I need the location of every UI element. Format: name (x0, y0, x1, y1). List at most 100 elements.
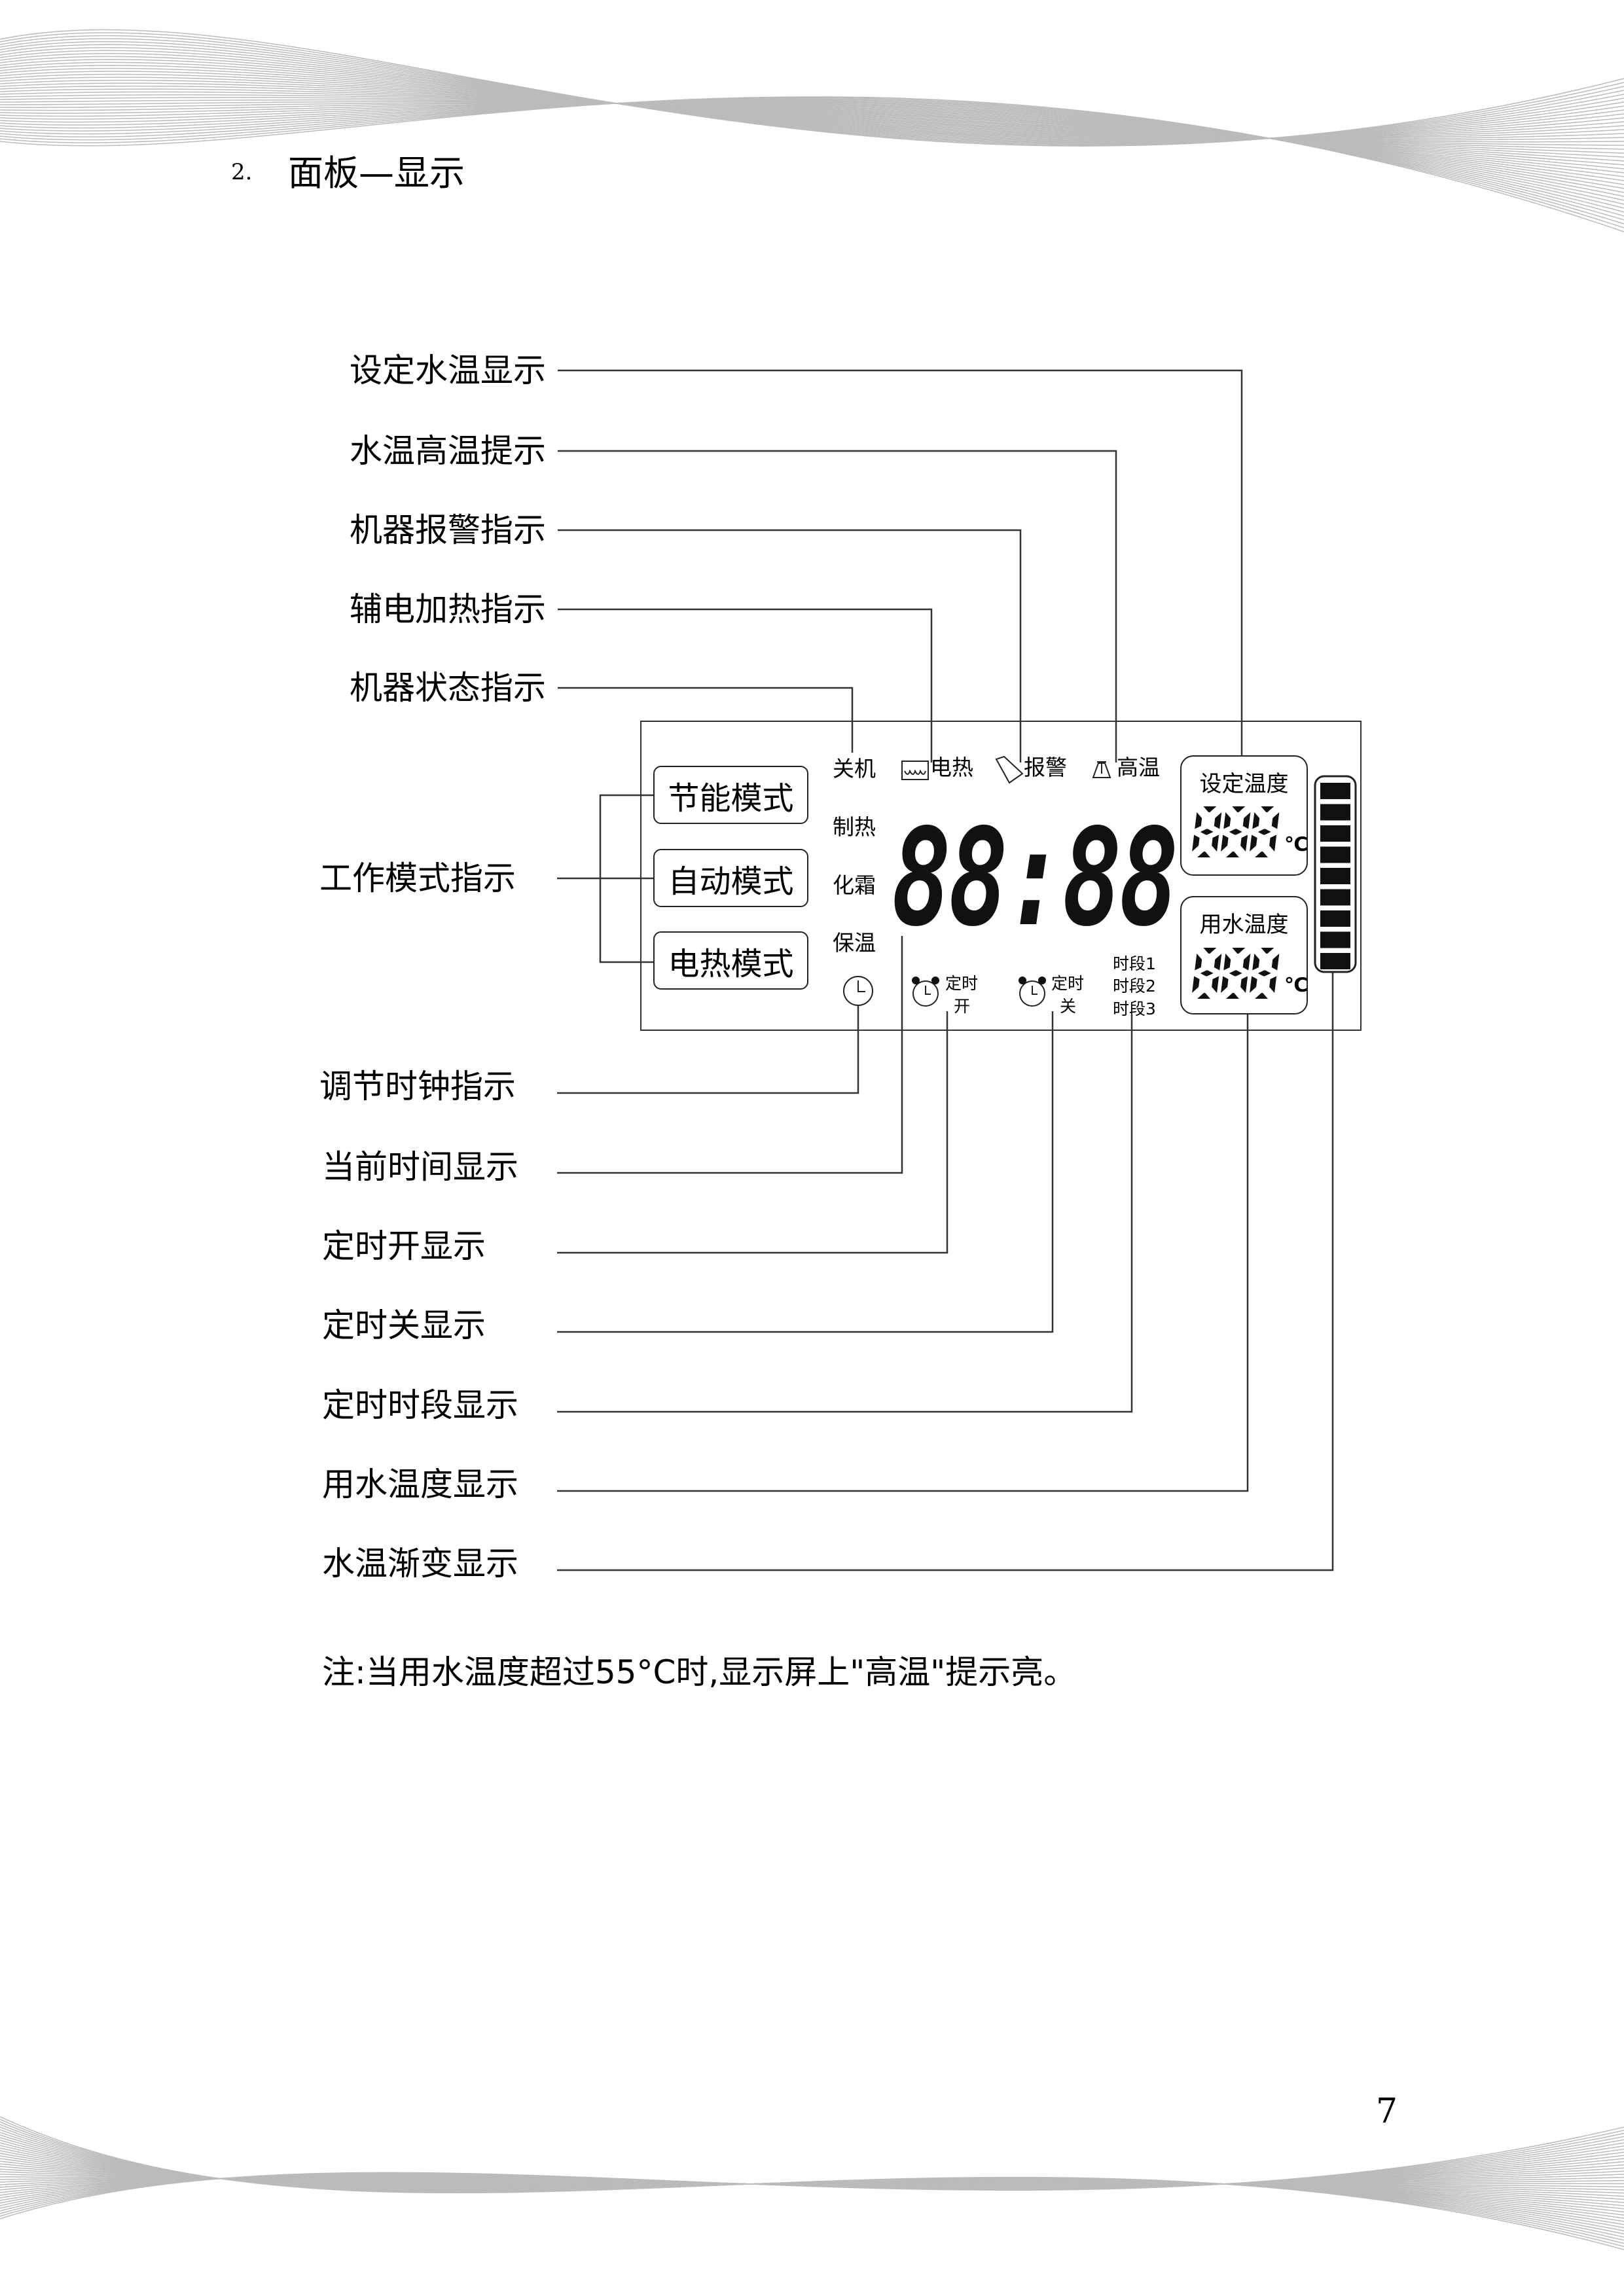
lcd-segment (1200, 970, 1214, 977)
gradient-bar-segment (1320, 868, 1350, 884)
callout-alarm: 机器报警指示 (350, 511, 546, 549)
set-temp-box: 设定温度 (1180, 755, 1308, 876)
state-keep-warm: 保温 (833, 930, 876, 956)
callout-timer-period: 定时时段显示 (322, 1386, 518, 1424)
water-temp-box: 用水温度 (1180, 896, 1308, 1014)
alarm-bell-icon (995, 755, 1024, 784)
water-temp-digit (1221, 948, 1251, 999)
lcd-panel (640, 721, 1362, 1031)
heater-icon (901, 761, 929, 780)
water-temp-digit (1250, 948, 1280, 999)
gradient-bar-segment (1320, 846, 1350, 863)
callout-electric-heat: 辅电加热指示 (350, 590, 546, 628)
lcd-segment (1252, 954, 1260, 971)
gradient-bar-segment (1320, 953, 1350, 969)
lcd-segment (1240, 976, 1248, 993)
lcd-segment (1195, 954, 1202, 971)
leader-line-bottom (557, 1011, 948, 1254)
lcd-segment (1197, 993, 1210, 999)
indicator-electric-heat-label: 电热 (930, 755, 973, 780)
lcd-segment (1203, 806, 1217, 812)
callout-clock-adjust: 调节时钟指示 (319, 1067, 516, 1105)
timer-on-label: 定时 (945, 974, 979, 993)
celsius-unit: ℃ (1284, 974, 1308, 997)
lcd-segment (1255, 993, 1268, 999)
lcd-segment (1195, 812, 1202, 829)
high-temp-bell-icon (1092, 761, 1111, 778)
page-number: 7 (1376, 2092, 1398, 2131)
set-temp-label: 设定温度 (1199, 771, 1289, 797)
water-temp-digit (1192, 948, 1222, 999)
callout-work-mode: 工作模式指示 (319, 859, 516, 897)
leader-line-top (558, 608, 933, 762)
lcd-segment (1232, 948, 1246, 954)
callout-timer-on: 定时开显示 (322, 1227, 486, 1265)
lcd-segment (1223, 954, 1231, 971)
lcd-segment (1269, 834, 1277, 852)
gradient-bar-segment (1320, 825, 1350, 842)
wave-line (0, 2116, 1624, 2250)
leader-line-top (558, 450, 1117, 762)
temp-gradient-bar (1314, 775, 1357, 973)
alarm-clock-bell (912, 977, 920, 984)
gradient-bar-segment (1320, 910, 1350, 927)
lcd-segment (1203, 948, 1217, 954)
lcd-segment (1226, 852, 1239, 857)
lcd-segment (1242, 954, 1251, 971)
period-3: 时段3 (1113, 999, 1156, 1018)
callout-machine-state: 机器状态指示 (350, 669, 546, 707)
mode-bracket (599, 794, 653, 963)
set-temp-digit (1192, 806, 1222, 857)
clock-hands (857, 980, 865, 992)
timer-off-label: 定时 (1051, 974, 1085, 993)
state-off: 关机 (833, 756, 876, 781)
lcd-segment (1255, 852, 1268, 857)
period-1: 时段1 (1113, 954, 1156, 973)
callout-temp-gradient: 水温渐变显示 (322, 1545, 518, 1583)
lcd-segment (1212, 976, 1219, 993)
lcd-segment (1250, 834, 1257, 852)
alarm-clock-icon (1019, 980, 1045, 1007)
lcd-segment (1229, 829, 1242, 835)
lcd-segment (1197, 852, 1210, 857)
heater-coil-icon (904, 769, 926, 775)
alarm-clock-bell (1038, 977, 1046, 984)
set-temp-digit (1250, 806, 1280, 857)
lcd-segment (1242, 812, 1251, 829)
alarm-clock-bell (931, 977, 939, 984)
leader-line-top (558, 369, 1243, 756)
lcd-segment (1257, 970, 1271, 977)
lcd-segment (1192, 976, 1200, 993)
water-temp-label: 用水温度 (1199, 912, 1289, 938)
lcd-segment (1261, 948, 1274, 954)
lcd-segment (1271, 954, 1280, 971)
alarm-clock-icon (912, 980, 939, 1007)
leader-line-bottom (557, 1014, 1249, 1492)
lcd-segment (1269, 976, 1277, 993)
wave-line (0, 96, 1624, 232)
leader-line-bottom (557, 972, 1334, 1571)
gradient-bar-segment (1320, 783, 1350, 799)
leader-line-bottom (557, 1014, 1133, 1413)
gradient-bar-segment (1320, 889, 1350, 906)
lcd-segment (1221, 834, 1229, 852)
lcd-segment (1226, 993, 1239, 999)
section-number: 2. (231, 159, 253, 185)
alarm-clock-hands (925, 986, 931, 995)
leader-line-bottom (557, 936, 903, 1174)
lcd-segment (1229, 970, 1242, 977)
leader-line-top (558, 529, 1022, 762)
indicator-high-temp-label: 高温 (1117, 755, 1160, 780)
mode-electric-heat: 电热模式 (653, 931, 808, 990)
gradient-bar-segment (1320, 804, 1350, 821)
lcd-segment (1223, 812, 1231, 829)
timer-on-label-2: 开 (954, 997, 971, 1016)
callout-water-temp: 用水温度显示 (322, 1465, 518, 1503)
lcd-segment (1252, 812, 1260, 829)
lcd-segment (1271, 812, 1280, 829)
lcd-segment (1240, 834, 1248, 852)
callout-timer-off: 定时关显示 (322, 1306, 486, 1344)
